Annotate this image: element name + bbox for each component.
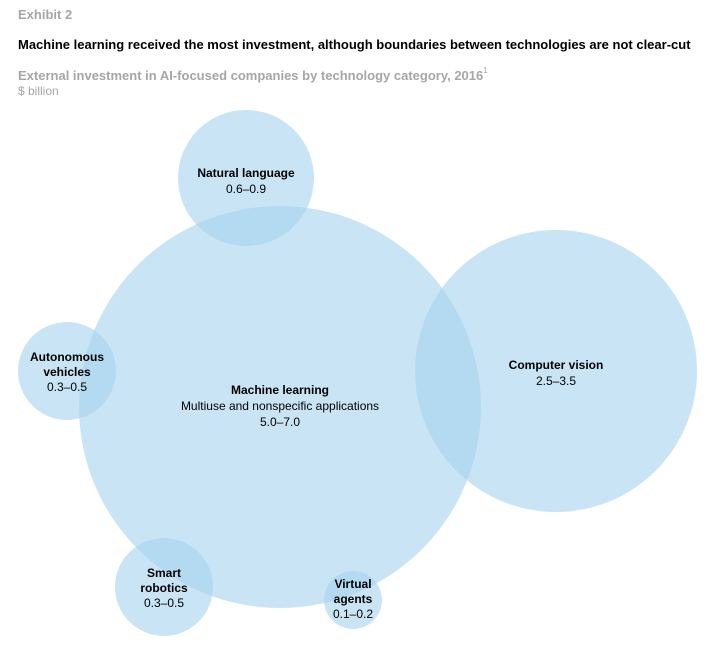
bubble-label-computer-vision-name: Computer vision: [509, 358, 604, 372]
chart-units: $ billion: [18, 84, 59, 98]
bubble-label-smart-robotics-range: 0.3–0.5: [144, 596, 184, 610]
bubble-label-autonomous-vehicles-name: Autonomous: [30, 350, 104, 364]
chart-headline: Machine learning received the most inves…: [18, 37, 691, 52]
chart-subtitle: External investment in AI-focused compan…: [18, 66, 488, 83]
bubble-label-natural-language-range: 0.6–0.9: [226, 182, 266, 196]
exhibit-label: Exhibit 2: [18, 7, 73, 22]
footnote-marker: 1: [483, 66, 488, 75]
bubble-label-machine-learning-range: 5.0–7.0: [260, 415, 300, 429]
chart-subtitle-text: External investment in AI-focused compan…: [18, 68, 484, 83]
bubble-natural-language: [178, 110, 314, 246]
bubbles-layer: [18, 110, 697, 636]
bubble-computer-vision: [415, 230, 697, 512]
bubble-label-virtual-agents-name: agents: [334, 592, 373, 606]
bubble-label-computer-vision-range: 2.5–3.5: [536, 374, 576, 388]
bubble-machine-learning: [79, 206, 481, 608]
bubble-label-virtual-agents-range: 0.1–0.2: [333, 607, 373, 621]
bubble-label-virtual-agents-name: Virtual: [334, 577, 371, 591]
bubble-label-smart-robotics-name: Smart: [147, 566, 181, 580]
bubble-label-natural-language-name: Natural language: [197, 166, 295, 180]
bubble-label-smart-robotics-name: robotics: [140, 581, 188, 595]
bubble-smart-robotics: [115, 538, 213, 636]
bubble-label-autonomous-vehicles-name: vehicles: [43, 365, 91, 379]
bubble-virtual-agents: [324, 571, 382, 629]
bubble-label-machine-learning-detail: Multiuse and nonspecific applications: [181, 399, 379, 413]
bubble-label-autonomous-vehicles-range: 0.3–0.5: [47, 380, 87, 394]
bubble-label-machine-learning-name: Machine learning: [231, 383, 329, 397]
bubble-autonomous-vehicles: [18, 322, 116, 420]
